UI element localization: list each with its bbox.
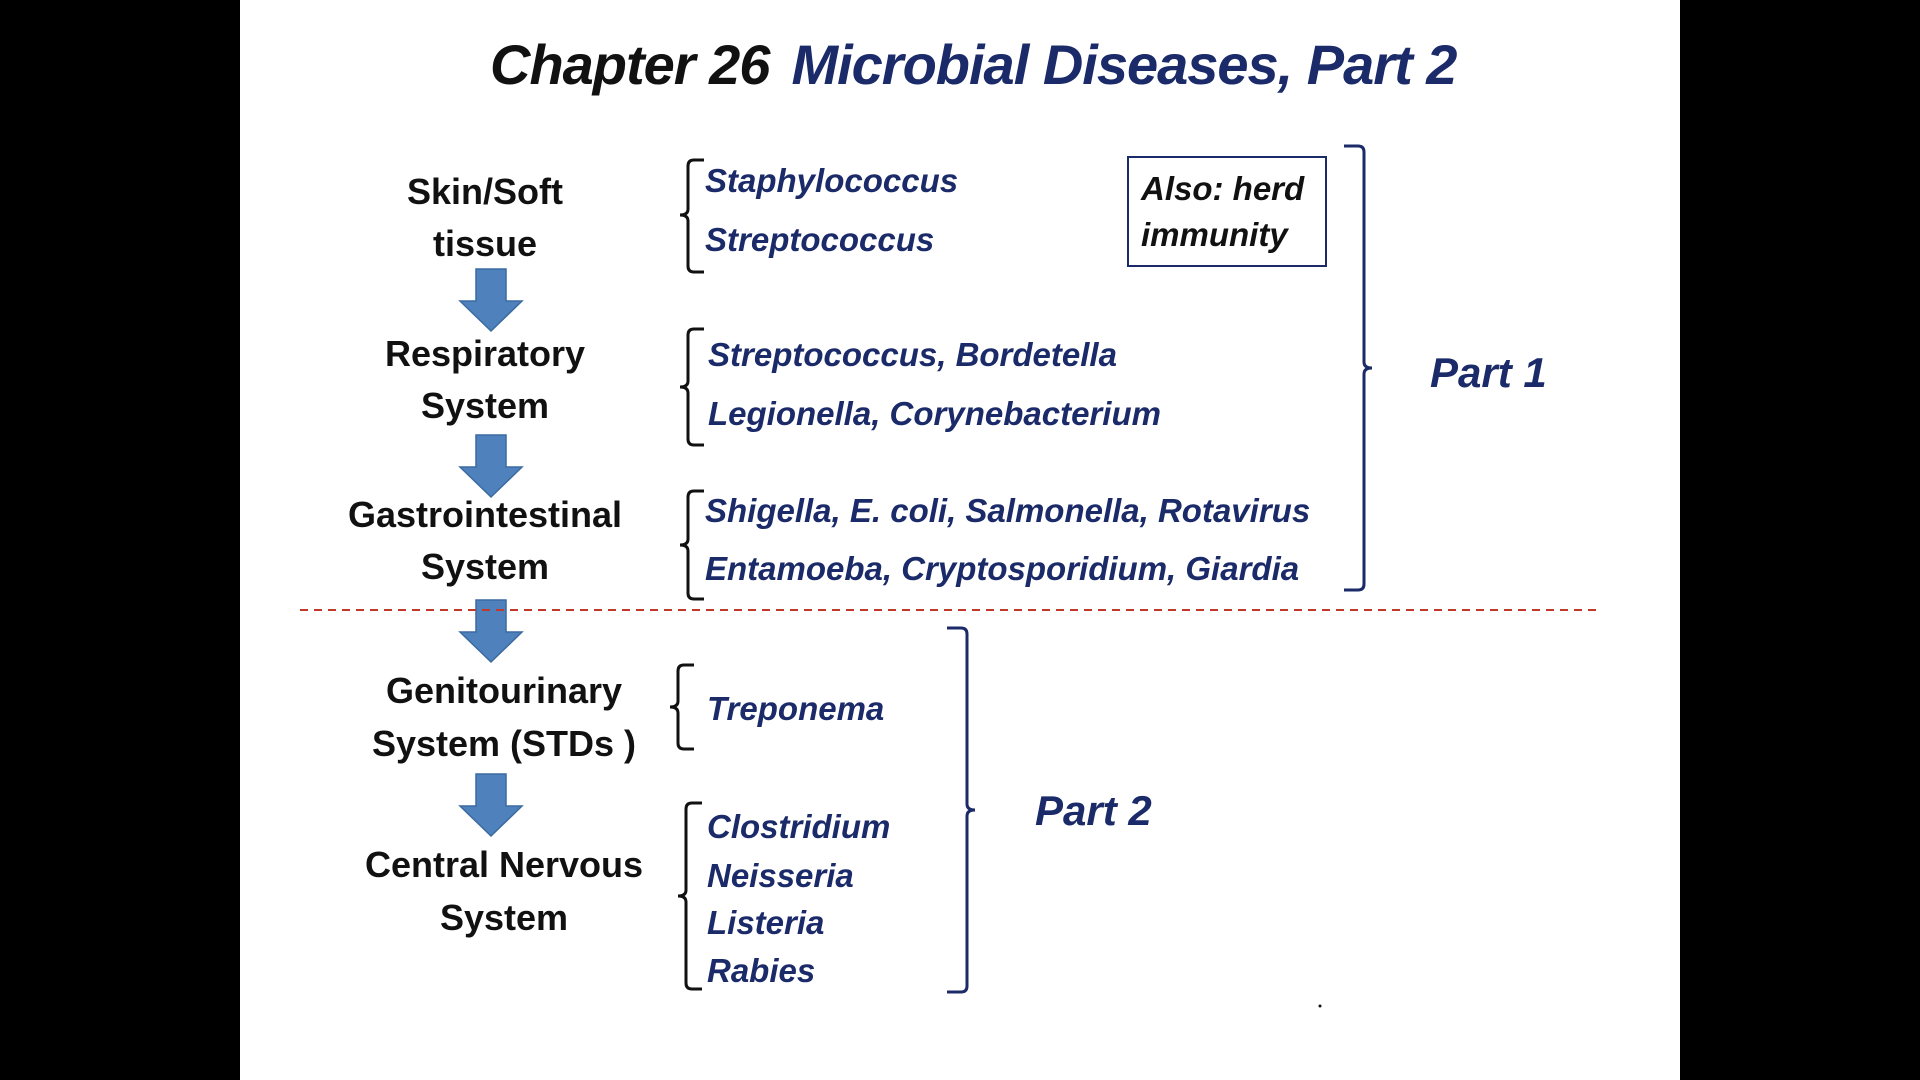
system-line: Genitourinary xyxy=(385,670,623,711)
brace-gu xyxy=(669,663,694,751)
system-line: Gastrointestinal xyxy=(347,494,623,535)
note-box: Also: herd immunity xyxy=(1127,156,1327,267)
system-line: tissue xyxy=(432,223,538,264)
organism: Streptococcus xyxy=(705,221,935,258)
dot xyxy=(1318,1004,1322,1008)
slide: Chapter 26 Microbial Diseases, Part 2 Ski… xyxy=(240,0,1680,1080)
organism: Entamoeba, Cryptosporidium, Giardia xyxy=(705,550,1300,587)
down-arrow-icon xyxy=(458,773,524,838)
diagram-graphics xyxy=(300,144,1596,1008)
note-line: Also: herd xyxy=(1141,170,1305,207)
organism: Shigella, E. coli, Salmonella, Rotavirus xyxy=(705,492,1311,529)
chapter-title: Microbial Diseases, Part 2 xyxy=(791,33,1457,96)
brace-respiratory xyxy=(679,327,704,447)
slide-title: Chapter 26 Microbial Diseases, Part 2 xyxy=(490,32,1457,97)
part1-label: Part 1 xyxy=(1430,349,1547,396)
organism: Legionella, Corynebacterium xyxy=(708,395,1161,432)
note-line: immunity xyxy=(1141,216,1288,253)
brace-gi xyxy=(679,489,704,601)
system-line: System (STDs ) xyxy=(371,723,637,764)
system-line: Skin/Soft xyxy=(406,171,564,212)
system-line: Respiratory xyxy=(384,333,586,374)
organism: Listeria xyxy=(707,904,825,941)
brace-part1 xyxy=(1344,144,1373,592)
organism: Staphylococcus xyxy=(705,162,959,199)
brace-cns xyxy=(677,801,702,991)
system-line: System xyxy=(420,385,550,426)
down-arrow-icon xyxy=(458,268,524,333)
system-line: System xyxy=(439,897,569,938)
part2-label: Part 2 xyxy=(1035,787,1152,834)
system-line: System xyxy=(420,546,550,587)
system-line: Central Nervous xyxy=(364,844,644,885)
system-skin: Skin/Soft tissue xyxy=(407,166,563,270)
down-arrow-icon xyxy=(458,434,524,499)
organism: Rabies xyxy=(707,952,816,989)
down-arrow-icon xyxy=(458,599,524,664)
organism: Neisseria xyxy=(707,857,854,894)
organism: Treponema xyxy=(707,690,885,727)
brace-part2 xyxy=(947,626,976,994)
organism: Clostridium xyxy=(707,808,891,845)
brace-skin xyxy=(679,158,704,274)
organism: Streptococcus, Bordetella xyxy=(708,336,1117,373)
chapter-number: Chapter 26 xyxy=(490,33,770,96)
